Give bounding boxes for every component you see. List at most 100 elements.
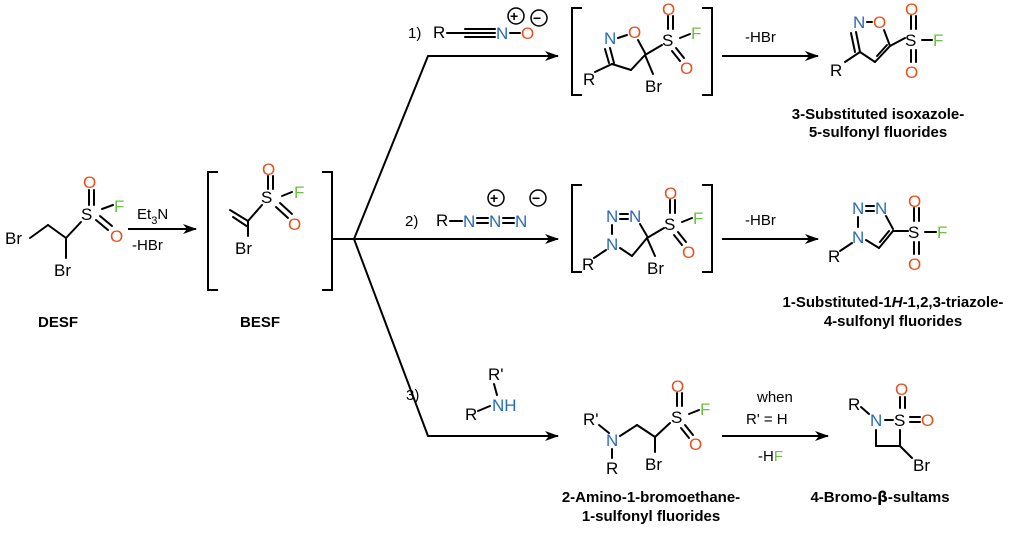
step1-byproduct: -HBr: [132, 237, 163, 254]
intermediate-isoxazoline: N O R Br S O O F: [583, 0, 701, 96]
atom-r: R: [465, 405, 477, 424]
atom-o: O: [908, 255, 921, 274]
atom-s: S: [905, 31, 916, 50]
branch-lines: [331, 51, 559, 441]
atom-o: O: [689, 435, 702, 454]
atom-o: O: [662, 0, 675, 19]
atom-r: R: [830, 61, 842, 80]
atom-s: S: [894, 411, 905, 430]
product2-name-line2: 4-sulfonyl fluorides: [824, 313, 962, 330]
step1-reagent: Et3N: [137, 206, 168, 227]
atom-n: N: [606, 235, 618, 254]
atom-f: F: [294, 183, 304, 202]
product2-name-line1: 1-Substituted-1H-1,2,3-triazole-: [783, 294, 1004, 311]
atom-o: O: [664, 184, 677, 203]
desf-label: DESF: [38, 314, 78, 331]
atom-o: O: [628, 23, 641, 42]
atom-br: Br: [645, 77, 662, 96]
atom-n: N: [875, 199, 887, 218]
bracket-right: [702, 7, 713, 96]
besf-label: BESF: [240, 314, 280, 331]
bracket-left: [571, 7, 582, 96]
atom-s: S: [662, 31, 673, 50]
atom-br: Br: [235, 239, 252, 258]
atom-n: N: [606, 431, 618, 450]
atom-nh: NH: [492, 396, 517, 415]
atom-f: F: [933, 31, 943, 50]
atom-r: R: [436, 211, 448, 230]
atom-n: N: [515, 212, 527, 231]
intermediate-triazoline: N N N R Br S O O F: [582, 184, 703, 278]
atom-r-prime: R': [583, 410, 599, 429]
reagent-azide: 2) R N N N + −: [405, 189, 547, 231]
reagent-amine: 3) R' NH R: [406, 365, 517, 424]
atom-br: Br: [5, 229, 22, 248]
product-triazole: N N N R S O O F: [828, 192, 947, 274]
atom-n: N: [629, 207, 641, 226]
atom-s: S: [908, 223, 919, 242]
atom-r: R: [433, 23, 445, 42]
atom-n: N: [489, 212, 501, 231]
atom-f: F: [691, 24, 701, 43]
atom-n: N: [852, 199, 864, 218]
reagent-nitrile-oxide: 1) R N O + −: [408, 7, 548, 43]
product1-name-line1: 3-Substituted isoxazole-: [792, 106, 965, 123]
product1-name-line2: 5-sulfonyl fluorides: [809, 124, 947, 141]
product4-name: 4-Bromo-β-sultams: [810, 488, 949, 506]
atom-br: Br: [645, 455, 662, 474]
atom-o: O: [921, 411, 934, 430]
atom-n: N: [852, 228, 864, 247]
atom-br: Br: [913, 456, 930, 475]
atom-o: O: [671, 377, 684, 396]
elim3-minus-hf: -HF: [758, 448, 783, 465]
atom-r: R: [848, 395, 860, 414]
charge-minus: −: [533, 10, 541, 26]
atom-f: F: [937, 223, 947, 242]
bracket-right: [702, 184, 713, 273]
charge-plus: +: [490, 190, 498, 206]
elim3-r-equals-h: R' = H: [746, 411, 788, 428]
product-sultam: R N S O O Br: [848, 380, 934, 475]
charge-minus: −: [532, 190, 540, 206]
product-aminobromoethane: R' N R Br S O O F: [583, 377, 710, 478]
atom-r: R: [606, 459, 618, 478]
bracket-right: [322, 171, 333, 291]
atom-o: O: [908, 192, 921, 211]
bracket-left: [207, 171, 218, 291]
atom-o: O: [288, 215, 301, 234]
atom-n: N: [463, 212, 475, 231]
atom-r: R: [582, 255, 594, 274]
atom-n: N: [604, 29, 616, 48]
atom-r: R: [583, 70, 595, 89]
atom-o: O: [905, 0, 918, 19]
route2-number: 2): [405, 213, 418, 230]
bracket-left: [571, 184, 582, 273]
atom-n: N: [606, 207, 618, 226]
route1-number: 1): [408, 25, 421, 42]
atom-n: N: [870, 411, 882, 430]
atom-o: O: [873, 13, 886, 32]
product3-name-line1: 2-Amino-1-bromoethane-: [562, 489, 740, 506]
charge-plus: +: [510, 8, 518, 24]
atom-f: F: [700, 400, 710, 419]
elim1-condition: -HBr: [745, 29, 776, 46]
atom-s: S: [671, 408, 682, 427]
atom-o: O: [83, 173, 96, 192]
product-isoxazole: N O R S O O F: [830, 0, 943, 82]
atom-f: F: [693, 209, 703, 228]
atom-s: S: [261, 188, 272, 207]
atom-o: O: [262, 160, 275, 179]
atom-o: O: [682, 243, 695, 262]
elim2-condition: -HBr: [745, 212, 776, 229]
product3-name-line2: 1-sulfonyl fluorides: [582, 508, 720, 525]
atom-o: O: [905, 63, 918, 82]
atom-o: O: [110, 227, 123, 246]
atom-br: Br: [54, 261, 71, 280]
atom-n: N: [496, 24, 508, 43]
atom-r: R: [828, 247, 840, 266]
atom-s: S: [664, 215, 675, 234]
besf-structure: S O O F Br: [229, 160, 304, 258]
atom-o: O: [680, 59, 693, 78]
desf-structure: Br Br S O O F: [5, 173, 124, 280]
